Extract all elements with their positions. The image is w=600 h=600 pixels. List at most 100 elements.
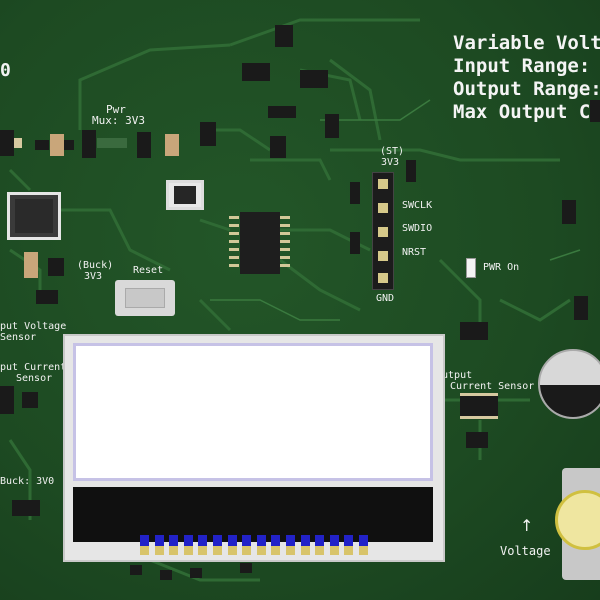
electrolytic-capacitor xyxy=(538,349,600,419)
swd-header xyxy=(372,172,394,290)
lcd-pin xyxy=(140,535,149,555)
silk-swdio: SWDIO xyxy=(402,223,433,234)
silk-gnd: GND xyxy=(376,293,395,304)
header-pin xyxy=(378,273,388,283)
component xyxy=(12,500,40,516)
component xyxy=(270,136,286,158)
ic-pin xyxy=(229,264,239,267)
lcd-pin xyxy=(300,535,310,555)
header-pin xyxy=(378,251,388,261)
header-pin xyxy=(378,227,388,237)
silk-nrst: NRST xyxy=(402,247,427,258)
inductor-core xyxy=(15,199,53,233)
pwr-led xyxy=(466,258,476,278)
ic-pin xyxy=(280,240,290,243)
component xyxy=(590,100,600,122)
lcd-pin xyxy=(359,535,368,555)
silk-out-curr-2: Sensor xyxy=(16,373,53,384)
silk-reset: Reset xyxy=(133,265,164,276)
ic-pin xyxy=(280,256,290,259)
ic-pin xyxy=(280,248,290,251)
lcd-pin xyxy=(315,535,325,555)
silk-st-v: 3V3 xyxy=(381,157,400,168)
component xyxy=(0,130,14,156)
crystal-body xyxy=(174,186,196,204)
ic-pin xyxy=(280,216,290,219)
ic-pin xyxy=(229,248,239,251)
silk-out-curr-1: put Current xyxy=(0,362,67,373)
lcd-pin xyxy=(286,535,295,555)
silk-mux: Mux: 3V3 xyxy=(92,114,145,127)
component xyxy=(64,140,74,150)
component xyxy=(160,570,172,580)
lcd-pin xyxy=(256,535,266,555)
lcd-pin xyxy=(227,535,237,555)
reset-button-cap xyxy=(125,288,165,308)
component xyxy=(48,258,64,276)
ic-pin xyxy=(280,232,290,235)
ic-pin xyxy=(229,256,239,259)
component xyxy=(242,63,270,81)
component xyxy=(325,114,339,138)
silk-pwr-on: PWR On xyxy=(483,262,520,273)
silk-swclk: SWCLK xyxy=(402,200,433,211)
silk-output-cs-1: Output xyxy=(436,370,473,381)
board-title-line1: Variable Volta xyxy=(453,32,600,54)
component xyxy=(24,252,38,278)
silk-voltage: Voltage xyxy=(500,544,551,558)
potentiometer-knob xyxy=(555,490,600,550)
edge-label: 0 xyxy=(0,60,11,81)
component xyxy=(275,25,293,47)
component xyxy=(36,290,58,304)
component xyxy=(406,160,416,182)
board-title-line4: Max Output Cu xyxy=(453,101,600,123)
component xyxy=(300,70,328,88)
ic-pin xyxy=(229,216,239,219)
silk-buck: (Buck) xyxy=(77,260,114,271)
board-title-line2: Input Range: J xyxy=(453,55,600,77)
component xyxy=(50,134,64,156)
silk-output-cs-2: Current Sensor xyxy=(450,381,535,392)
ic-pin xyxy=(229,232,239,235)
ic-pin xyxy=(229,224,239,227)
component xyxy=(240,563,252,573)
lcd-pin xyxy=(329,535,339,555)
arrow-up-icon: ↑ xyxy=(520,516,534,535)
board-title-line3: Output Range: xyxy=(453,78,600,100)
lcd-pin xyxy=(344,535,354,555)
component xyxy=(350,232,360,254)
lcd-pin xyxy=(271,535,281,555)
ic-pin xyxy=(229,240,239,243)
header-pin xyxy=(378,203,388,213)
shunt-resistor xyxy=(460,393,498,419)
component xyxy=(82,130,96,158)
silk-st: (ST) xyxy=(380,146,405,157)
component xyxy=(97,138,127,148)
component xyxy=(268,106,296,118)
lcd-pin xyxy=(213,535,222,555)
component xyxy=(137,132,151,158)
component xyxy=(130,565,142,575)
lcd-active-area xyxy=(73,343,433,481)
lcd-pin xyxy=(169,535,179,555)
component xyxy=(466,432,488,448)
silk-out-volt-2: Sensor xyxy=(0,332,37,343)
ic-pin xyxy=(280,264,290,267)
lcd-pin xyxy=(183,535,193,555)
lcd-pin xyxy=(198,535,208,555)
component xyxy=(460,322,488,340)
component xyxy=(574,296,588,320)
component xyxy=(190,568,202,578)
silk-buck3v0: Buck: 3V0 xyxy=(0,476,55,487)
lcd-glass-strip xyxy=(73,487,433,542)
component xyxy=(200,122,216,146)
silk-buck-v: 3V3 xyxy=(84,271,103,282)
component xyxy=(350,182,360,204)
silk-out-volt-1: put Voltage xyxy=(0,321,67,332)
lcd-pin xyxy=(242,535,252,555)
pad xyxy=(14,138,22,148)
component xyxy=(22,392,38,408)
mcu-chip xyxy=(240,212,280,274)
component xyxy=(165,134,179,156)
